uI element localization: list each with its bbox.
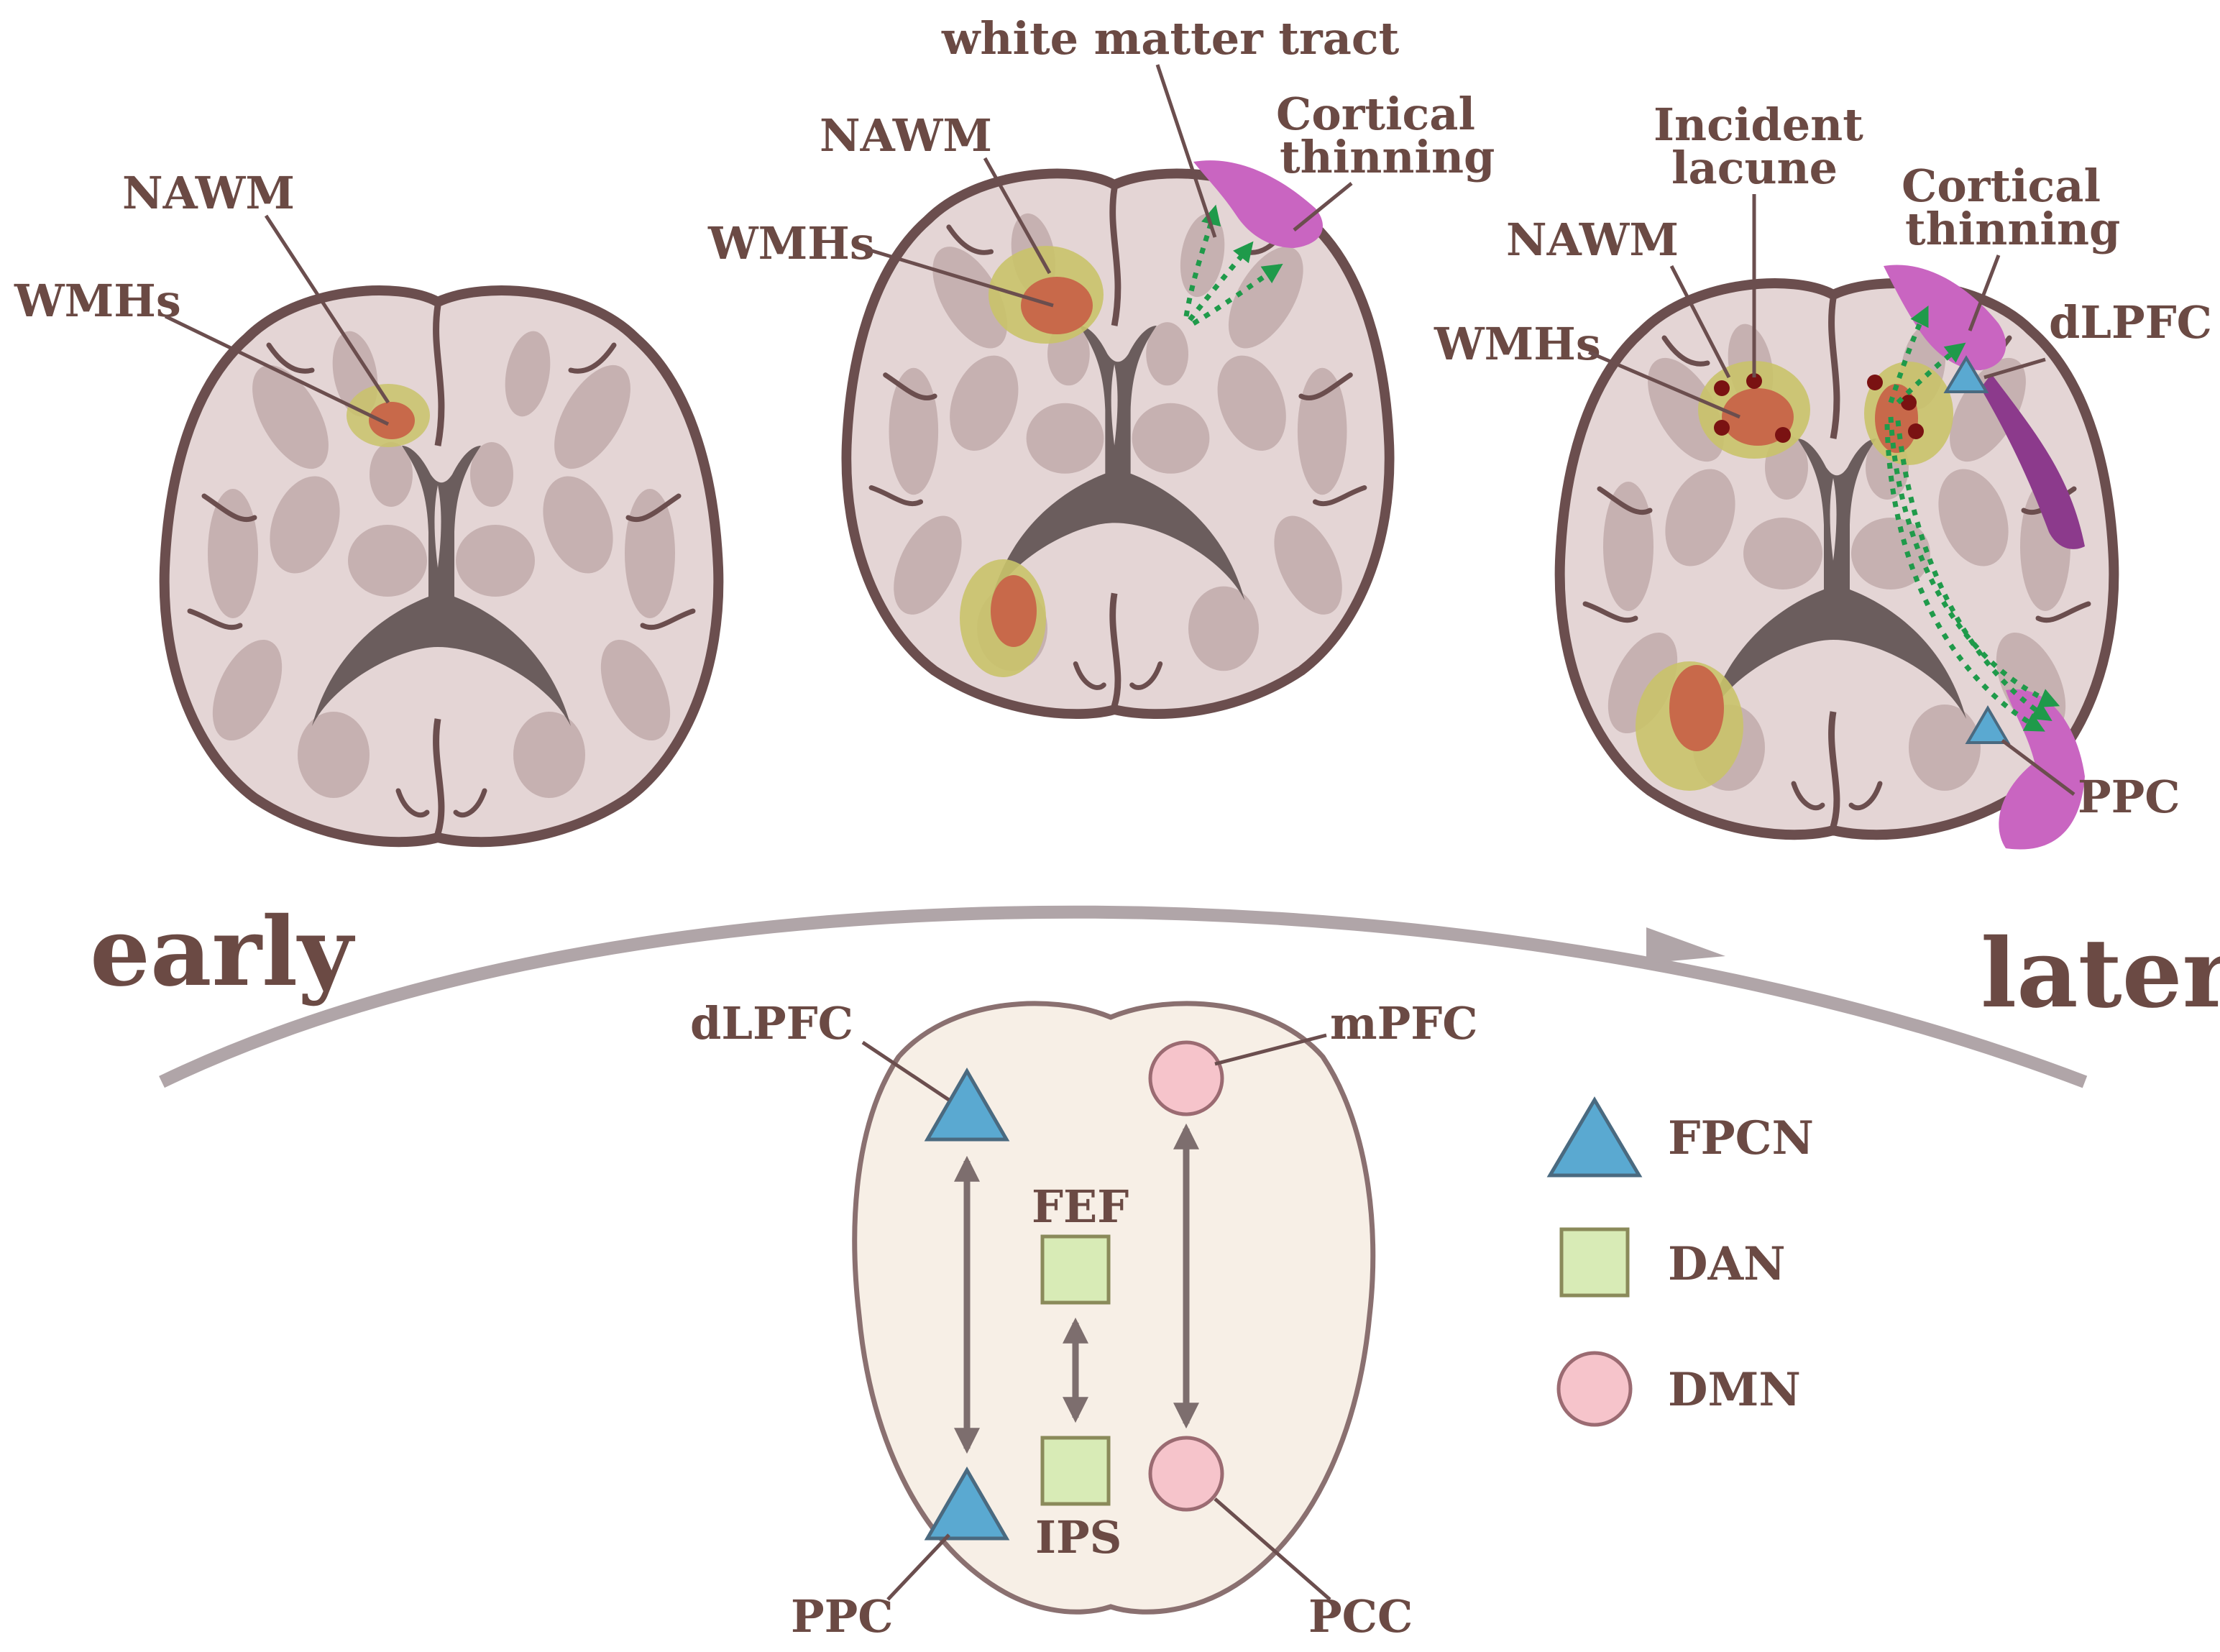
label-wmhs-middle: WMHs [707, 217, 875, 270]
cortical-thinning-middle [1193, 160, 1323, 248]
label-nawm-later: NAWM [1506, 214, 1679, 266]
network-brain-outline [852, 1001, 1376, 1615]
label-wmhs-early: WMHs [14, 275, 181, 327]
leader-cortical-later [1968, 254, 2001, 331]
brain-early [165, 290, 719, 842]
leader-network-pcc [1214, 1497, 1331, 1601]
label-later: later [1981, 918, 2220, 1029]
cortical-thinning-later-lateral [1981, 374, 2085, 549]
wmh-core-middle-1 [1021, 277, 1093, 334]
label-nawm-middle: NAWM [820, 109, 992, 162]
network-ips-square [1040, 1436, 1111, 1506]
wmh-core-later-1 [1722, 388, 1794, 446]
tract-middle [1183, 204, 1283, 326]
brain-middle [846, 160, 1389, 714]
label-network-fef: FEF [1032, 1180, 1129, 1233]
label-cortical-later-1: Cortical [1902, 160, 2101, 212]
leader-network-mpfc [1214, 1033, 1327, 1066]
label-network-ppc: PPC [791, 1590, 894, 1643]
label-nawm-early: NAWM [122, 167, 295, 219]
label-cortical-middle-1: Cortical [1276, 88, 1475, 140]
leader-wmhs-later [1588, 350, 1740, 419]
network-pcc-circle [1148, 1436, 1224, 1512]
wmh-core-later-2 [1875, 384, 1918, 453]
legend-dmn-icon [1556, 1351, 1633, 1427]
timeline-arc [159, 905, 2088, 1088]
network-fef-square [1040, 1234, 1111, 1305]
leader-nawm-later [1669, 265, 1731, 379]
incident-lacunes [1714, 373, 1924, 443]
ppc-marker-brain [1965, 705, 2011, 744]
label-ppc-later: PPC [2078, 771, 2180, 823]
cortical-thinning-later-front [1884, 265, 2006, 370]
label-cortical-later-2: thinning [1905, 203, 2120, 255]
wmh-core-early [369, 402, 415, 439]
leader-wmhs-middle [862, 246, 1054, 308]
label-incident-1: Incident [1653, 98, 1863, 151]
leader-dlpfc-later [1983, 357, 2046, 380]
dlpfc-marker-brain [1943, 355, 1989, 393]
leader-nawm-middle [983, 157, 1052, 275]
timeline-arrowhead [1646, 927, 1725, 963]
legend-fpcn-label: FPCN [1668, 1111, 1814, 1165]
leader-wmhs-early [164, 314, 390, 426]
leader-ppc-later [2001, 739, 2075, 796]
label-network-ips: IPS [1035, 1511, 1122, 1564]
tract-later [1884, 305, 2060, 733]
leader-cortical-middle [1293, 182, 1353, 231]
label-incident-2: lacune [1671, 142, 1838, 194]
brain-later [1560, 265, 2114, 850]
label-network-dlpfc: dLPFC [690, 997, 853, 1050]
label-wmhs-later: WMHs [1434, 318, 1601, 370]
label-network-pcc: PCC [1308, 1590, 1413, 1643]
wmh-core-middle-2 [991, 575, 1037, 647]
label-cortical-middle-2: thinning [1280, 131, 1495, 183]
network-mpfc-circle [1148, 1040, 1224, 1116]
label-white-matter-tract: white matter tract [941, 12, 1400, 65]
leader-white-matter-tract [1155, 64, 1217, 238]
leader-network-dlpfc [861, 1040, 950, 1102]
network-dlpfc-triangle [924, 1068, 1010, 1142]
label-early: early [90, 896, 355, 1008]
wmh-core-later-3 [1669, 665, 1724, 751]
label-dlpfc-later: dLPFC [2049, 296, 2212, 349]
leader-network-ppc [886, 1533, 950, 1601]
legend-dmn-label: DMN [1668, 1363, 1801, 1417]
leader-nawm-early [264, 214, 390, 404]
legend: FPCN DAN DMN [1546, 1096, 1814, 1427]
legend-fpcn-icon [1546, 1096, 1643, 1178]
network-ppc-triangle [924, 1467, 1010, 1541]
legend-dan-icon [1559, 1227, 1630, 1298]
legend-dan-label: DAN [1668, 1237, 1786, 1291]
label-network-mpfc: mPFC [1330, 997, 1478, 1050]
